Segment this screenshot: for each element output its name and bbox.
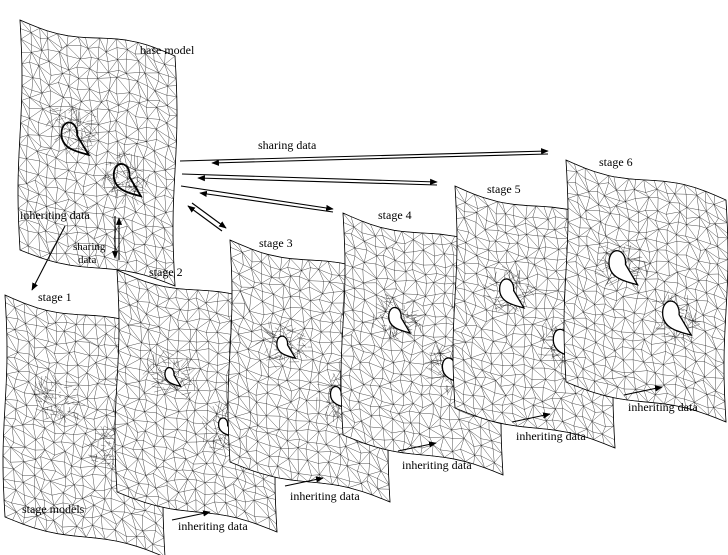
label-stage-6: stage 6 [599, 155, 633, 169]
label-stage-models: stage models [22, 502, 85, 516]
label-inheriting-data-side: inheriting data [20, 208, 90, 222]
label-stage-1: stage 1 [38, 290, 72, 304]
label-inheriting-5: inheriting data [628, 400, 698, 414]
label-base-model: base model [140, 43, 195, 57]
label-inheriting-3: inheriting data [402, 458, 472, 472]
label-stage-2: stage 2 [149, 265, 183, 279]
inheriting-arrow-base-to-stage1 [31, 225, 66, 291]
sharing-arrow-stage5-out [181, 173, 438, 185]
base-model-panel [17, 19, 178, 287]
label-sharing-data-top: sharing data [258, 138, 317, 152]
inheriting-arrow-2 [284, 476, 324, 487]
sharing-arrow-stage6-in [211, 153, 549, 166]
sharing-arrow-stage3-out [191, 202, 227, 229]
label-stage-3: stage 3 [259, 236, 293, 250]
label-stage-4: stage 4 [378, 208, 412, 222]
label-inheriting-1: inheriting data [178, 519, 248, 533]
inheriting-arrow-1 [171, 510, 211, 521]
label-stage-5: stage 5 [487, 182, 521, 196]
label-inheriting-4: inheriting data [516, 429, 586, 443]
stage-6-panel [563, 159, 728, 423]
label-sharing-side-2: data [78, 254, 97, 266]
inheriting-arrow-5 [623, 385, 663, 396]
inheriting-arrow-3 [397, 441, 437, 452]
label-sharing-side-1: sharing [73, 241, 106, 253]
sharing-arrow-stage3-in [187, 205, 223, 232]
sharing-arrow-stage4-in [199, 190, 334, 213]
sharing-arrow-stage6-out [179, 148, 549, 162]
inheriting-arrow-4 [511, 412, 551, 423]
label-inheriting-2: inheriting data [290, 489, 360, 503]
sharing-arrow-stage4-out [180, 185, 334, 212]
sharing-arrow-stage5-in [197, 175, 438, 186]
